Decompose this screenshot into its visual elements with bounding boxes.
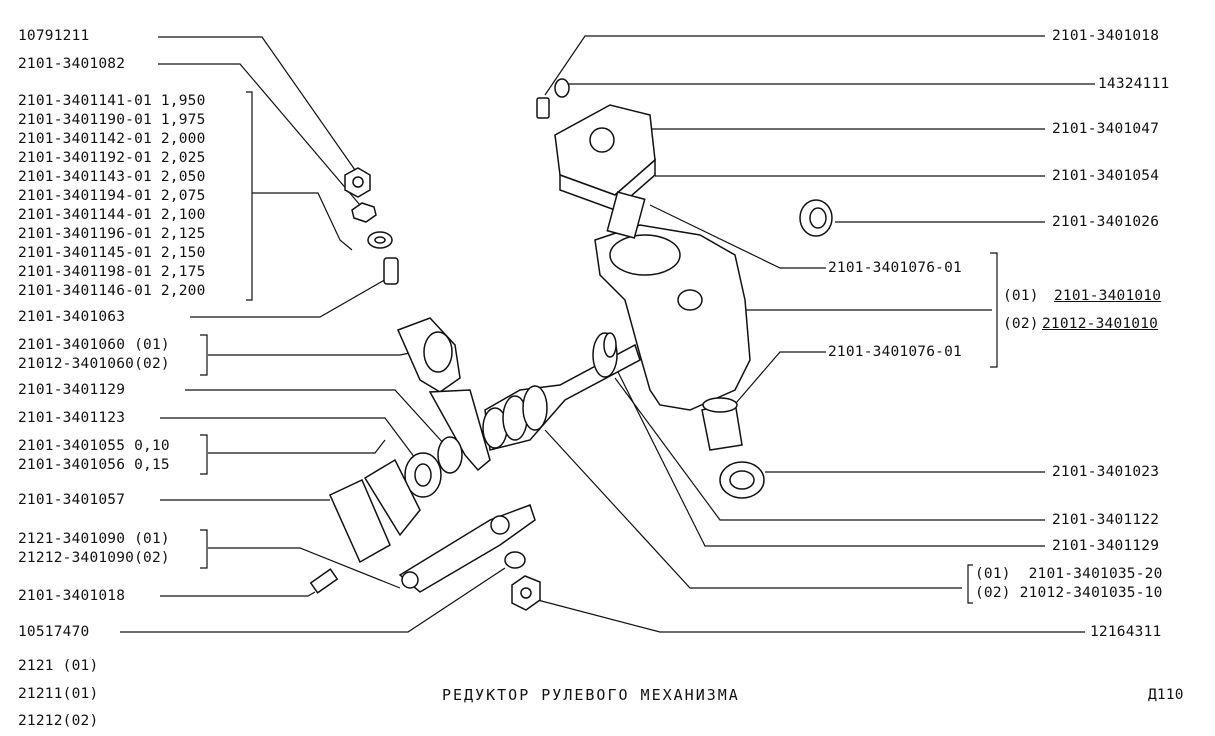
- label-2121-3401090-01: 2121-3401090 (01): [18, 531, 170, 547]
- label-21012-3401060-02: 21012-3401060(02): [18, 356, 170, 372]
- shaft-neck-part: [606, 191, 646, 239]
- label-2101-3401129-right: 2101-3401129: [1052, 538, 1160, 554]
- leader-2101-3401018-right: [544, 35, 1045, 96]
- bracket-3401055: [200, 434, 208, 475]
- leader-shim-gasket: [208, 439, 386, 454]
- bracket-3401010: [990, 252, 998, 368]
- bolt-part: [309, 568, 339, 594]
- adjust-screw-part: [383, 257, 399, 285]
- label-2101-3401054: 2101-3401054: [1052, 168, 1160, 184]
- label-2101-3401047: 2101-3401047: [1052, 121, 1160, 137]
- bracket-shims: [246, 91, 253, 301]
- label-2101-3401056: 2101-3401056 0,15: [18, 457, 170, 473]
- label-3401010-02-prefix: (02): [1003, 316, 1039, 332]
- label-3401035-02: (02) 21012-3401035-10: [975, 585, 1163, 601]
- label-2101-3401023: 2101-3401023: [1052, 464, 1160, 480]
- shim-item: 2101-3401192-01 2,025: [18, 150, 206, 166]
- leader-2101-3401129-left: [185, 389, 446, 446]
- gasket-part: [363, 458, 421, 537]
- shim-item: 2101-3401145-01 2,150: [18, 245, 206, 261]
- page-code: Д110: [1148, 687, 1184, 703]
- label-2101-3401010: 2101-3401010: [1054, 288, 1162, 304]
- label-2101-3401060-01: 2101-3401060 (01): [18, 337, 170, 353]
- page-title: РЕДУКТОР РУЛЕВОГО МЕХАНИЗМА: [442, 686, 740, 704]
- spring-washer-part: [504, 551, 526, 569]
- label-10517470: 10517470: [18, 624, 90, 640]
- label-21212-3401090-02: 21212-3401090(02): [18, 550, 170, 566]
- leader-2101-3401122: [614, 377, 1045, 521]
- label-2101-3401122: 2101-3401122: [1052, 512, 1160, 528]
- lock-washer-part: [351, 202, 377, 223]
- label-2101-3401018-left: 2101-3401018: [18, 588, 126, 604]
- shim-item: 2101-3401142-01 2,000: [18, 131, 206, 147]
- label-2101-3401076-01-top: 2101-3401076-01: [828, 260, 962, 276]
- shim-item: 2101-3401194-01 2,075: [18, 188, 206, 204]
- label-2101-3401063: 2101-3401063: [18, 309, 126, 325]
- model-21212: 21212(02): [18, 713, 99, 729]
- leader-2101-3401076-bottom: [729, 351, 826, 411]
- leader-2121-3401090: [208, 547, 401, 589]
- model-21211: 21211(01): [18, 686, 99, 702]
- cover-plate-part: [329, 478, 391, 564]
- roller-part: [437, 436, 463, 474]
- label-14324111: 14324111: [1098, 76, 1170, 92]
- leader-2101-3401018-left: [160, 591, 316, 597]
- label-2101-3401055: 2101-3401055 0,10: [18, 438, 170, 454]
- label-2101-3401082: 2101-3401082: [18, 56, 126, 72]
- leader-2101-3401076-top: [649, 204, 826, 269]
- leader-2101-3401123: [160, 417, 416, 459]
- label-2101-3401129-left: 2101-3401129: [18, 382, 126, 398]
- leader-2101-3401063: [190, 277, 389, 318]
- model-2121: 2121 (01): [18, 658, 99, 674]
- leader-10517470: [120, 567, 506, 633]
- label-21012-3401010: 21012-3401010: [1042, 316, 1159, 332]
- leader-shims: [252, 192, 353, 251]
- leader-10791211: [158, 36, 356, 171]
- label-2101-3401026: 2101-3401026: [1052, 214, 1160, 230]
- label-2101-3401076-01-bottom: 2101-3401076-01: [828, 344, 962, 360]
- leader-12164311: [529, 597, 1085, 633]
- shim-item: 2101-3401143-01 2,050: [18, 169, 206, 185]
- shim-item: 2101-3401146-01 2,200: [18, 283, 206, 299]
- top-washer-part: [554, 78, 570, 98]
- bracket-3401090: [200, 529, 208, 569]
- label-2101-3401057: 2101-3401057: [18, 492, 126, 508]
- label-3401010-01-prefix: (01): [1003, 288, 1039, 304]
- pitman-arm-part: [398, 504, 536, 593]
- label-10791211: 10791211: [18, 28, 90, 44]
- shim-item: 2101-3401196-01 2,125: [18, 226, 206, 242]
- shim-item: 2101-3401141-01 1,950: [18, 93, 206, 109]
- bracket-3401035: [967, 564, 973, 604]
- shim-item: 2101-3401198-01 2,175: [18, 264, 206, 280]
- shim-item: 2101-3401144-01 2,100: [18, 207, 206, 223]
- label-3401035-01: (01) 2101-3401035-20: [975, 566, 1163, 582]
- shim-item: 2101-3401190-01 1,975: [18, 112, 206, 128]
- label-2101-3401123: 2101-3401123: [18, 410, 126, 426]
- bracket-3401060: [200, 334, 208, 376]
- leader-2101-3401082: [158, 63, 361, 206]
- leader-2101-3401060: [208, 351, 416, 356]
- label-12164311: 12164311: [1090, 624, 1162, 640]
- label-2101-3401018-right: 2101-3401018: [1052, 28, 1160, 44]
- top-bolt-part: [536, 97, 550, 119]
- leader-2101-3401035: [544, 429, 962, 589]
- leader-2101-3401129-right: [617, 371, 1045, 547]
